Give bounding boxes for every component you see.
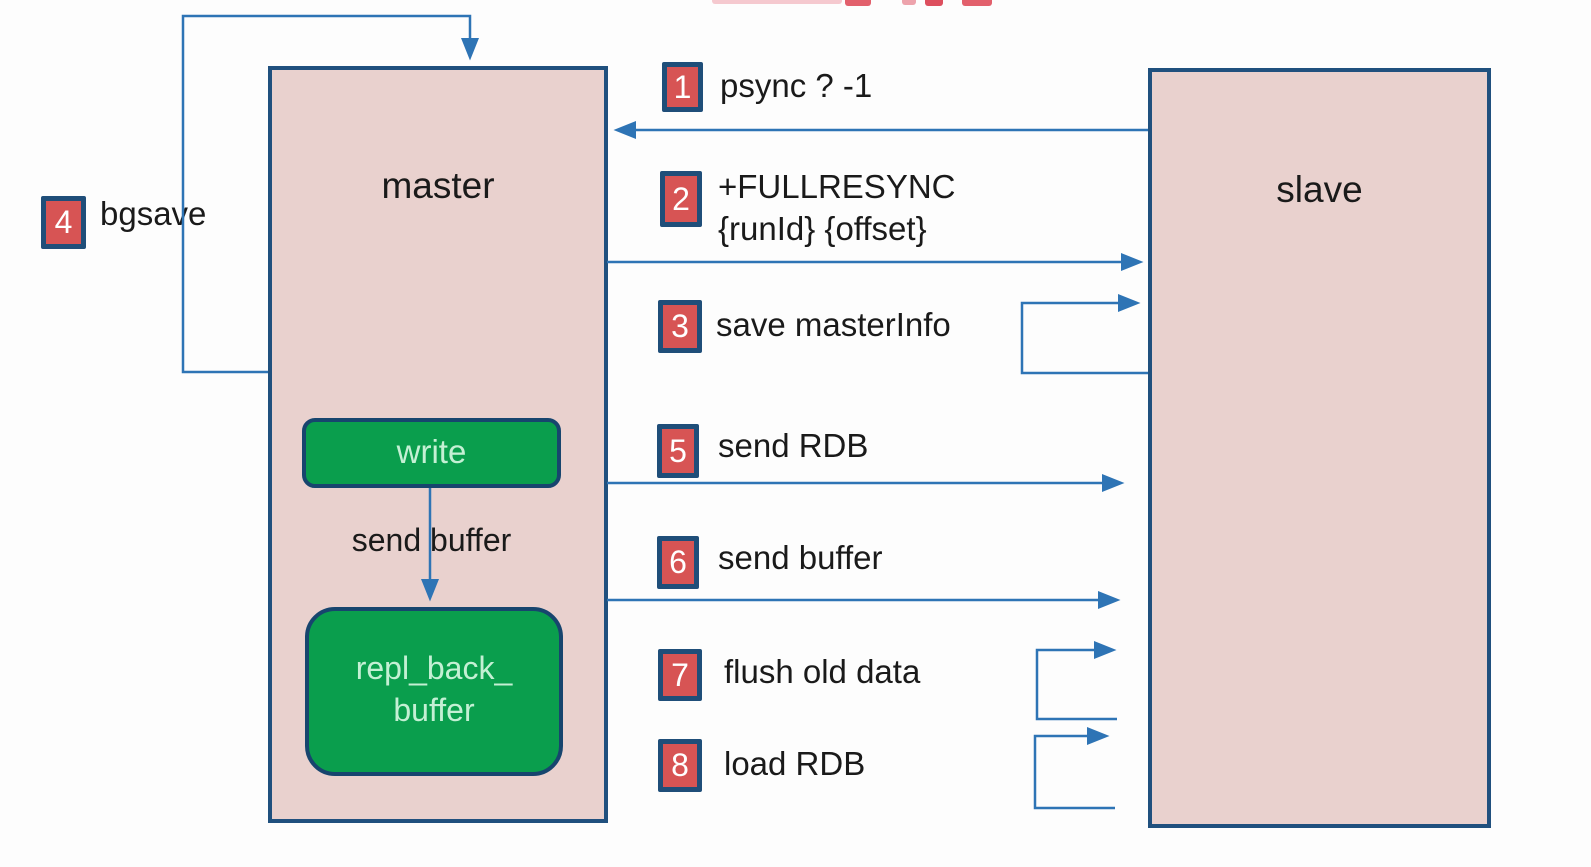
repl-back-buffer-label-line1: repl_back_ (355, 650, 513, 686)
step-label-save-masterinfo: save masterInfo (716, 306, 951, 343)
slave-self-loop-save-masterinfo (1020, 294, 1148, 375)
step-label-fullresync: +FULLRESYNC {runId} {offset} (718, 166, 956, 250)
slave-node-label: slave (1276, 169, 1363, 210)
repl-back-buffer-box: repl_back_ buffer (305, 607, 563, 776)
master-node-label: master (381, 165, 495, 206)
step-label-load-rdb: load RDB (724, 745, 866, 782)
step-label-send-buffer: send buffer (718, 539, 883, 576)
cropped-title-fragment (925, 0, 943, 6)
step-badge-8: 8 (658, 739, 702, 792)
step-badge-1: 1 (662, 62, 703, 112)
step-badge-2: 2 (660, 171, 702, 227)
write-box-label: write (396, 433, 467, 470)
step-badge-6: 6 (657, 536, 699, 589)
slave-node: slave (1148, 68, 1491, 828)
step-label-fullresync-line1: +FULLRESYNC (718, 168, 956, 205)
step-badge-7: 7 (658, 649, 702, 701)
write-box: write (302, 418, 561, 488)
slave-self-loop-flush-old-data (1035, 641, 1117, 721)
step-badge-3: 3 (658, 300, 702, 353)
cropped-title-fragment (712, 0, 842, 4)
slave-self-loop-load-rdb (1033, 727, 1115, 810)
step-label-flush-old-data: flush old data (724, 653, 921, 690)
step-label-send-rdb: send RDB (718, 427, 869, 464)
cropped-title-fragment (845, 0, 871, 6)
step-label-fullresync-line2: {runId} {offset} (718, 210, 927, 247)
cropped-title-fragment (962, 0, 992, 6)
step-label-psync: psync ? -1 (720, 67, 873, 104)
repl-back-buffer-label-line2: buffer (393, 692, 475, 728)
cropped-title-fragment (902, 0, 916, 5)
step-badge-4: 4 (41, 196, 86, 249)
step-badge-5: 5 (657, 424, 699, 478)
send-buffer-internal-label: send buffer (351, 522, 512, 558)
step-label-bgsave: bgsave (100, 195, 207, 232)
